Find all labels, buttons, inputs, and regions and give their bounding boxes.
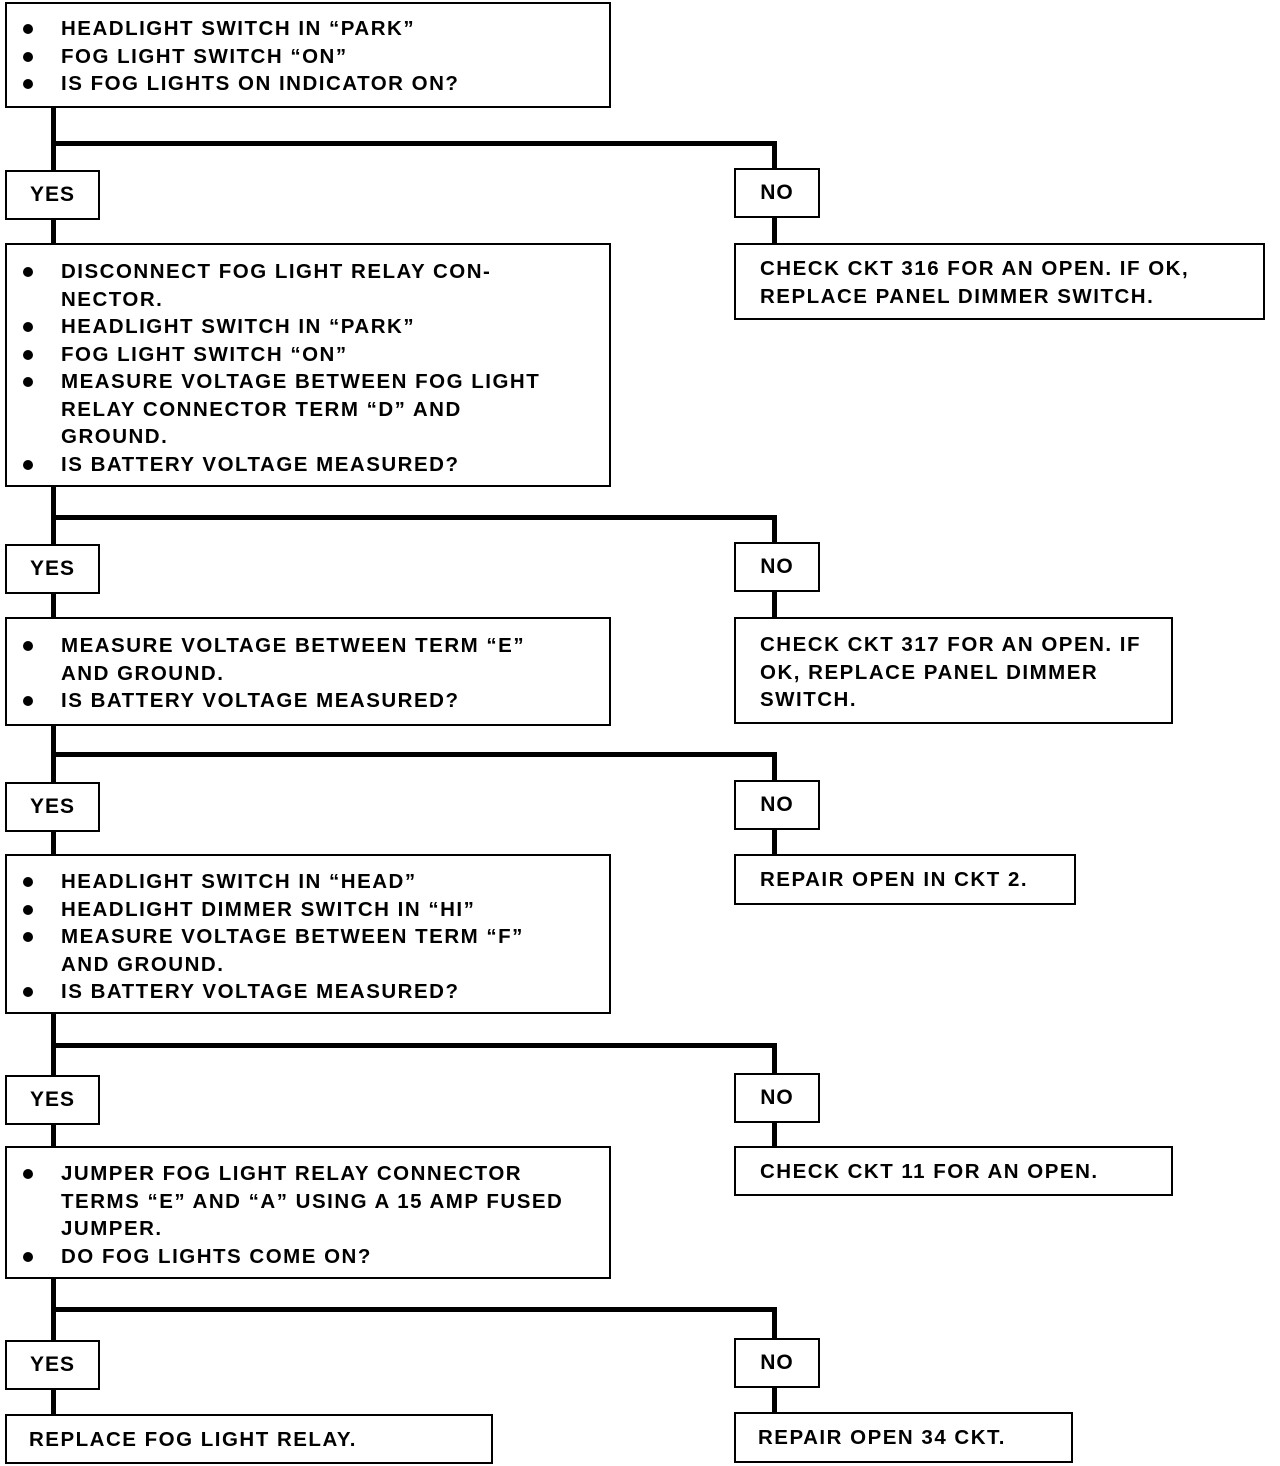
step2-item: HEADLIGHT SWITCH IN “PARK” [7, 313, 549, 341]
connector-line [51, 108, 56, 172]
connector-line [772, 752, 777, 780]
yes-label-3: YES [5, 782, 100, 832]
step4-item: HEADLIGHT SWITCH IN “HEAD” [7, 868, 579, 896]
connector-line [772, 1123, 777, 1146]
no-action-1: CHECK CKT 316 FOR AN OPEN. IF OK, REPLAC… [734, 243, 1265, 320]
step4-item: IS BATTERY VOLTAGE MEASURED? [7, 978, 579, 1006]
step2-item: MEASURE VOLTAGE BETWEEN FOG LIGHT RELAY … [7, 368, 549, 451]
step1-list: HEADLIGHT SWITCH IN “PARK” FOG LIGHT SWI… [7, 15, 609, 98]
step5-item: JUMPER FOG LIGHT RELAY CONNECTOR TERMS “… [7, 1160, 579, 1243]
step4-item: MEASURE VOLTAGE BETWEEN TERM “F” AND GRO… [7, 923, 579, 978]
no-label-4: NO [734, 1073, 820, 1123]
step3-item: MEASURE VOLTAGE BETWEEN TERM “E” AND GRO… [7, 632, 579, 687]
step4-list: HEADLIGHT SWITCH IN “HEAD” HEADLIGHT DIM… [7, 868, 579, 1006]
step5-item: DO FOG LIGHTS COME ON? [7, 1243, 579, 1271]
connector-line [772, 218, 777, 243]
yes-action-5-text: REPLACE FOG LIGHT RELAY. [29, 1428, 357, 1451]
step2-item: IS BATTERY VOLTAGE MEASURED? [7, 451, 549, 479]
connector-line [772, 592, 777, 617]
connector-line [51, 1390, 56, 1414]
step5-box: JUMPER FOG LIGHT RELAY CONNECTOR TERMS “… [5, 1146, 611, 1279]
step3-item: IS BATTERY VOLTAGE MEASURED? [7, 687, 579, 715]
step4-item: HEADLIGHT DIMMER SWITCH IN “HI” [7, 896, 579, 924]
connector-line [51, 220, 56, 243]
no-action-4: CHECK CKT 11 FOR AN OPEN. [734, 1146, 1173, 1196]
connector-line [51, 752, 777, 757]
connector-line [772, 1043, 777, 1073]
no-label-3: NO [734, 780, 820, 830]
no-label-5: NO [734, 1338, 820, 1388]
step3-list: MEASURE VOLTAGE BETWEEN TERM “E” AND GRO… [7, 632, 579, 715]
no-action-3: REPAIR OPEN IN CKT 2. [734, 854, 1076, 905]
connector-line [772, 141, 777, 170]
step5-list: JUMPER FOG LIGHT RELAY CONNECTOR TERMS “… [7, 1160, 579, 1270]
step2-item: DISCONNECT FOG LIGHT RELAY CON-NECTOR. [7, 258, 549, 313]
step1-item: IS FOG LIGHTS ON INDICATOR ON? [7, 70, 609, 98]
no-action-5-text: REPAIR OPEN 34 CKT. [758, 1426, 1006, 1449]
step2-list: DISCONNECT FOG LIGHT RELAY CON-NECTOR. H… [7, 258, 549, 478]
no-label-2: NO [734, 542, 820, 592]
no-action-5: REPAIR OPEN 34 CKT. [734, 1412, 1073, 1463]
connector-line [51, 594, 56, 617]
connector-line [772, 1388, 777, 1412]
connector-line [772, 515, 777, 542]
step3-box: MEASURE VOLTAGE BETWEEN TERM “E” AND GRO… [5, 617, 611, 726]
no-action-2: CHECK CKT 317 FOR AN OPEN. IF OK, REPLAC… [734, 617, 1173, 724]
yes-action-5: REPLACE FOG LIGHT RELAY. [5, 1414, 493, 1464]
connector-line [51, 515, 777, 520]
no-action-4-text: CHECK CKT 11 FOR AN OPEN. [760, 1160, 1099, 1183]
step1-item: FOG LIGHT SWITCH “ON” [7, 43, 609, 71]
step1-box: HEADLIGHT SWITCH IN “PARK” FOG LIGHT SWI… [5, 2, 611, 108]
step2-box: DISCONNECT FOG LIGHT RELAY CON-NECTOR. H… [5, 243, 611, 487]
connector-line [51, 1307, 777, 1312]
no-action-1-text: CHECK CKT 316 FOR AN OPEN. IF OK, REPLAC… [760, 257, 1190, 308]
step2-item: FOG LIGHT SWITCH “ON” [7, 341, 549, 369]
connector-line [51, 141, 777, 146]
connector-line [772, 830, 777, 854]
no-action-2-text: CHECK CKT 317 FOR AN OPEN. IF OK, REPLAC… [760, 633, 1142, 711]
step4-box: HEADLIGHT SWITCH IN “HEAD” HEADLIGHT DIM… [5, 854, 611, 1014]
no-action-3-text: REPAIR OPEN IN CKT 2. [760, 868, 1029, 891]
connector-line [51, 1043, 777, 1048]
yes-label-2: YES [5, 544, 100, 594]
yes-label-5: YES [5, 1340, 100, 1390]
step1-item: HEADLIGHT SWITCH IN “PARK” [7, 15, 609, 43]
connector-line [51, 832, 56, 854]
no-label-1: NO [734, 168, 820, 218]
connector-line [51, 1125, 56, 1146]
yes-label-1: YES [5, 170, 100, 220]
yes-label-4: YES [5, 1075, 100, 1125]
connector-line [772, 1307, 777, 1338]
